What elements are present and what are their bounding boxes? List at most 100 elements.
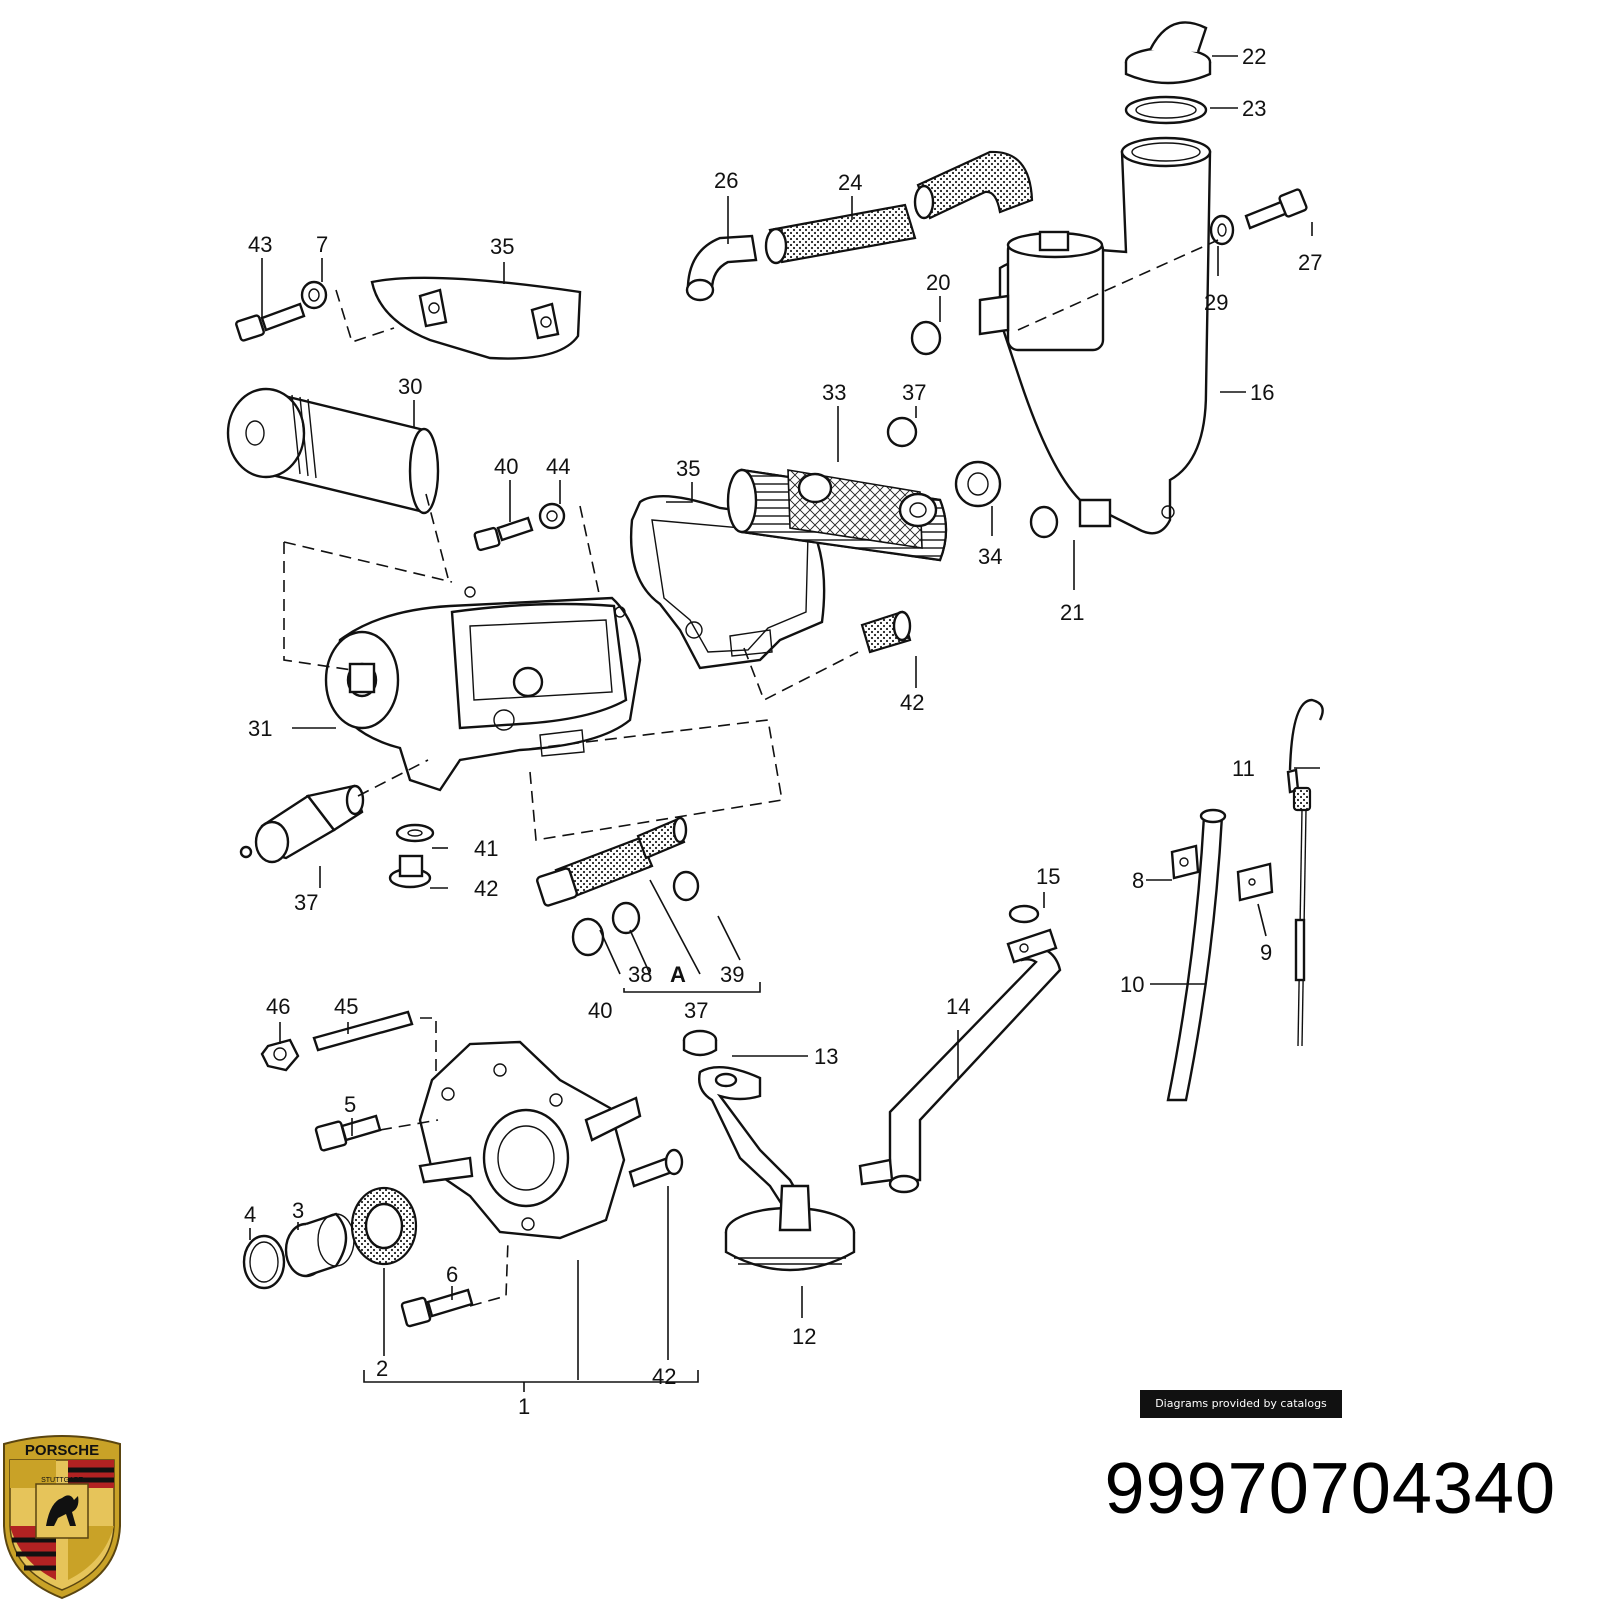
elbow-fitting-21 <box>685 234 758 302</box>
callout-23: 29 <box>1204 290 1228 315</box>
bracket-27 <box>370 276 582 360</box>
callout-35-left: 38 <box>628 962 652 987</box>
callout-46: 46 <box>266 994 290 1019</box>
callout-17-bottom: 21 <box>1060 600 1084 625</box>
callout-45: 45 <box>334 994 358 1019</box>
callout-8: 8 <box>1132 868 1144 893</box>
clip-8 <box>1170 844 1200 880</box>
callout-24: 30 <box>398 374 422 399</box>
oil-tank <box>978 136 1212 535</box>
callout-35-right: 39 <box>720 962 744 987</box>
callout-33: 37 <box>294 890 318 915</box>
shaft-seal-2 <box>350 1186 418 1266</box>
bolt-41 <box>235 302 306 342</box>
callout-labels: 22 23 26 24 27 29 43 7 35 20 16 30 33 37… <box>244 44 1322 1419</box>
dipstick-11 <box>1286 698 1324 1047</box>
callout-1: 1 <box>518 1394 530 1419</box>
callout-15: 15 <box>1036 864 1060 889</box>
callout-25: 31 <box>248 716 272 741</box>
washer-7 <box>300 280 328 310</box>
assembly-leaders <box>283 239 1219 1307</box>
callout-37: 40 <box>588 998 612 1023</box>
callout-14: 14 <box>946 994 970 1019</box>
callout-17-top: 20 <box>926 270 950 295</box>
callout-20: 24 <box>838 170 862 195</box>
callout-29: 34 <box>978 544 1002 569</box>
bolt-6 <box>400 1288 474 1328</box>
filler-cap <box>1124 21 1212 85</box>
callout-4: 4 <box>244 1202 256 1227</box>
seal-ring-17-bottom <box>1029 505 1059 539</box>
plug-43 <box>860 610 912 654</box>
bolt-38 <box>473 516 534 552</box>
callout-2: 2 <box>376 1356 388 1381</box>
oil-pump-housing-1 <box>418 1040 642 1240</box>
diagram-credit-badge: Diagrams provided by catalogs parts <box>1140 1390 1342 1438</box>
callout-19: 23 <box>1242 96 1266 121</box>
valve-piston-kit-34 <box>536 816 688 907</box>
seal-ring-4 <box>242 1234 286 1290</box>
porsche-crest-logo: PORSCHE STUTTGART <box>3 1435 121 1600</box>
callout-39: 41 <box>474 836 498 861</box>
callout-30: 35 <box>676 456 700 481</box>
drain-plug-40 <box>388 854 432 889</box>
washer-23 <box>1209 214 1235 246</box>
callout-9: 9 <box>1260 940 1272 965</box>
bolt-42 <box>628 1148 684 1188</box>
nut-46 <box>260 1038 300 1072</box>
filler-gasket <box>1124 95 1208 125</box>
dipstick-tube-10 <box>1166 808 1227 1102</box>
bolt-5 <box>314 1114 382 1152</box>
bushing-3 <box>284 1212 355 1278</box>
part-number: 99970704340 <box>1104 1449 1556 1529</box>
breather-hose-20 <box>764 150 1034 265</box>
sensor-33 <box>239 784 365 864</box>
washer-44 <box>538 502 566 530</box>
oil-pipe-14 <box>858 928 1062 1194</box>
callout-13: 13 <box>814 1044 838 1069</box>
seal-ring-37 <box>571 917 605 957</box>
callout-12: 12 <box>792 1324 816 1349</box>
callout-43: 42 <box>900 690 924 715</box>
seal-ring-35-left <box>611 901 641 935</box>
callout-5: 5 <box>344 1092 356 1117</box>
callout-7: 7 <box>316 232 328 257</box>
callout-27: 35 <box>490 234 514 259</box>
callout-22: 27 <box>1298 250 1322 275</box>
group-marker-a: A <box>670 962 686 987</box>
seal-13 <box>682 1029 718 1057</box>
callout-16: 16 <box>1250 380 1274 405</box>
callout-44: 44 <box>546 454 570 479</box>
callout-40: 42 <box>474 876 498 901</box>
oil-filter-24 <box>226 387 440 515</box>
seal-29 <box>954 460 1002 508</box>
callout-21: 26 <box>714 168 738 193</box>
seal-39 <box>395 823 435 843</box>
callout-3: 3 <box>292 1198 304 1223</box>
callout-42: 42 <box>652 1364 676 1389</box>
callout-31: 37 <box>902 380 926 405</box>
bolt-22 <box>1244 188 1308 230</box>
callout-41: 43 <box>248 232 272 257</box>
callout-26: 33 <box>822 380 846 405</box>
seal-ring-15 <box>1008 904 1040 924</box>
callout-leaders <box>249 55 1320 1392</box>
callout-38: 40 <box>494 454 518 479</box>
crest-brand-text: PORSCHE <box>25 1442 99 1459</box>
stud-45 <box>312 1010 414 1052</box>
callout-18: 22 <box>1242 44 1266 69</box>
callout-6: 6 <box>446 1262 458 1287</box>
plate-9 <box>1236 862 1274 902</box>
callout-10: 10 <box>1120 972 1144 997</box>
gasket-30 <box>630 495 826 670</box>
callout-11: 11 <box>1232 756 1255 781</box>
seal-ring-17-top <box>910 320 942 356</box>
oil-cooler-26 <box>726 468 948 562</box>
oil-strainer-12 <box>698 1066 856 1272</box>
filter-console-25 <box>324 586 642 792</box>
callout-34: 37 <box>684 998 708 1023</box>
seal-ring-31 <box>886 416 918 448</box>
crest-city-text: STUTTGART <box>41 1477 84 1484</box>
seal-ring-35-right <box>672 870 700 902</box>
